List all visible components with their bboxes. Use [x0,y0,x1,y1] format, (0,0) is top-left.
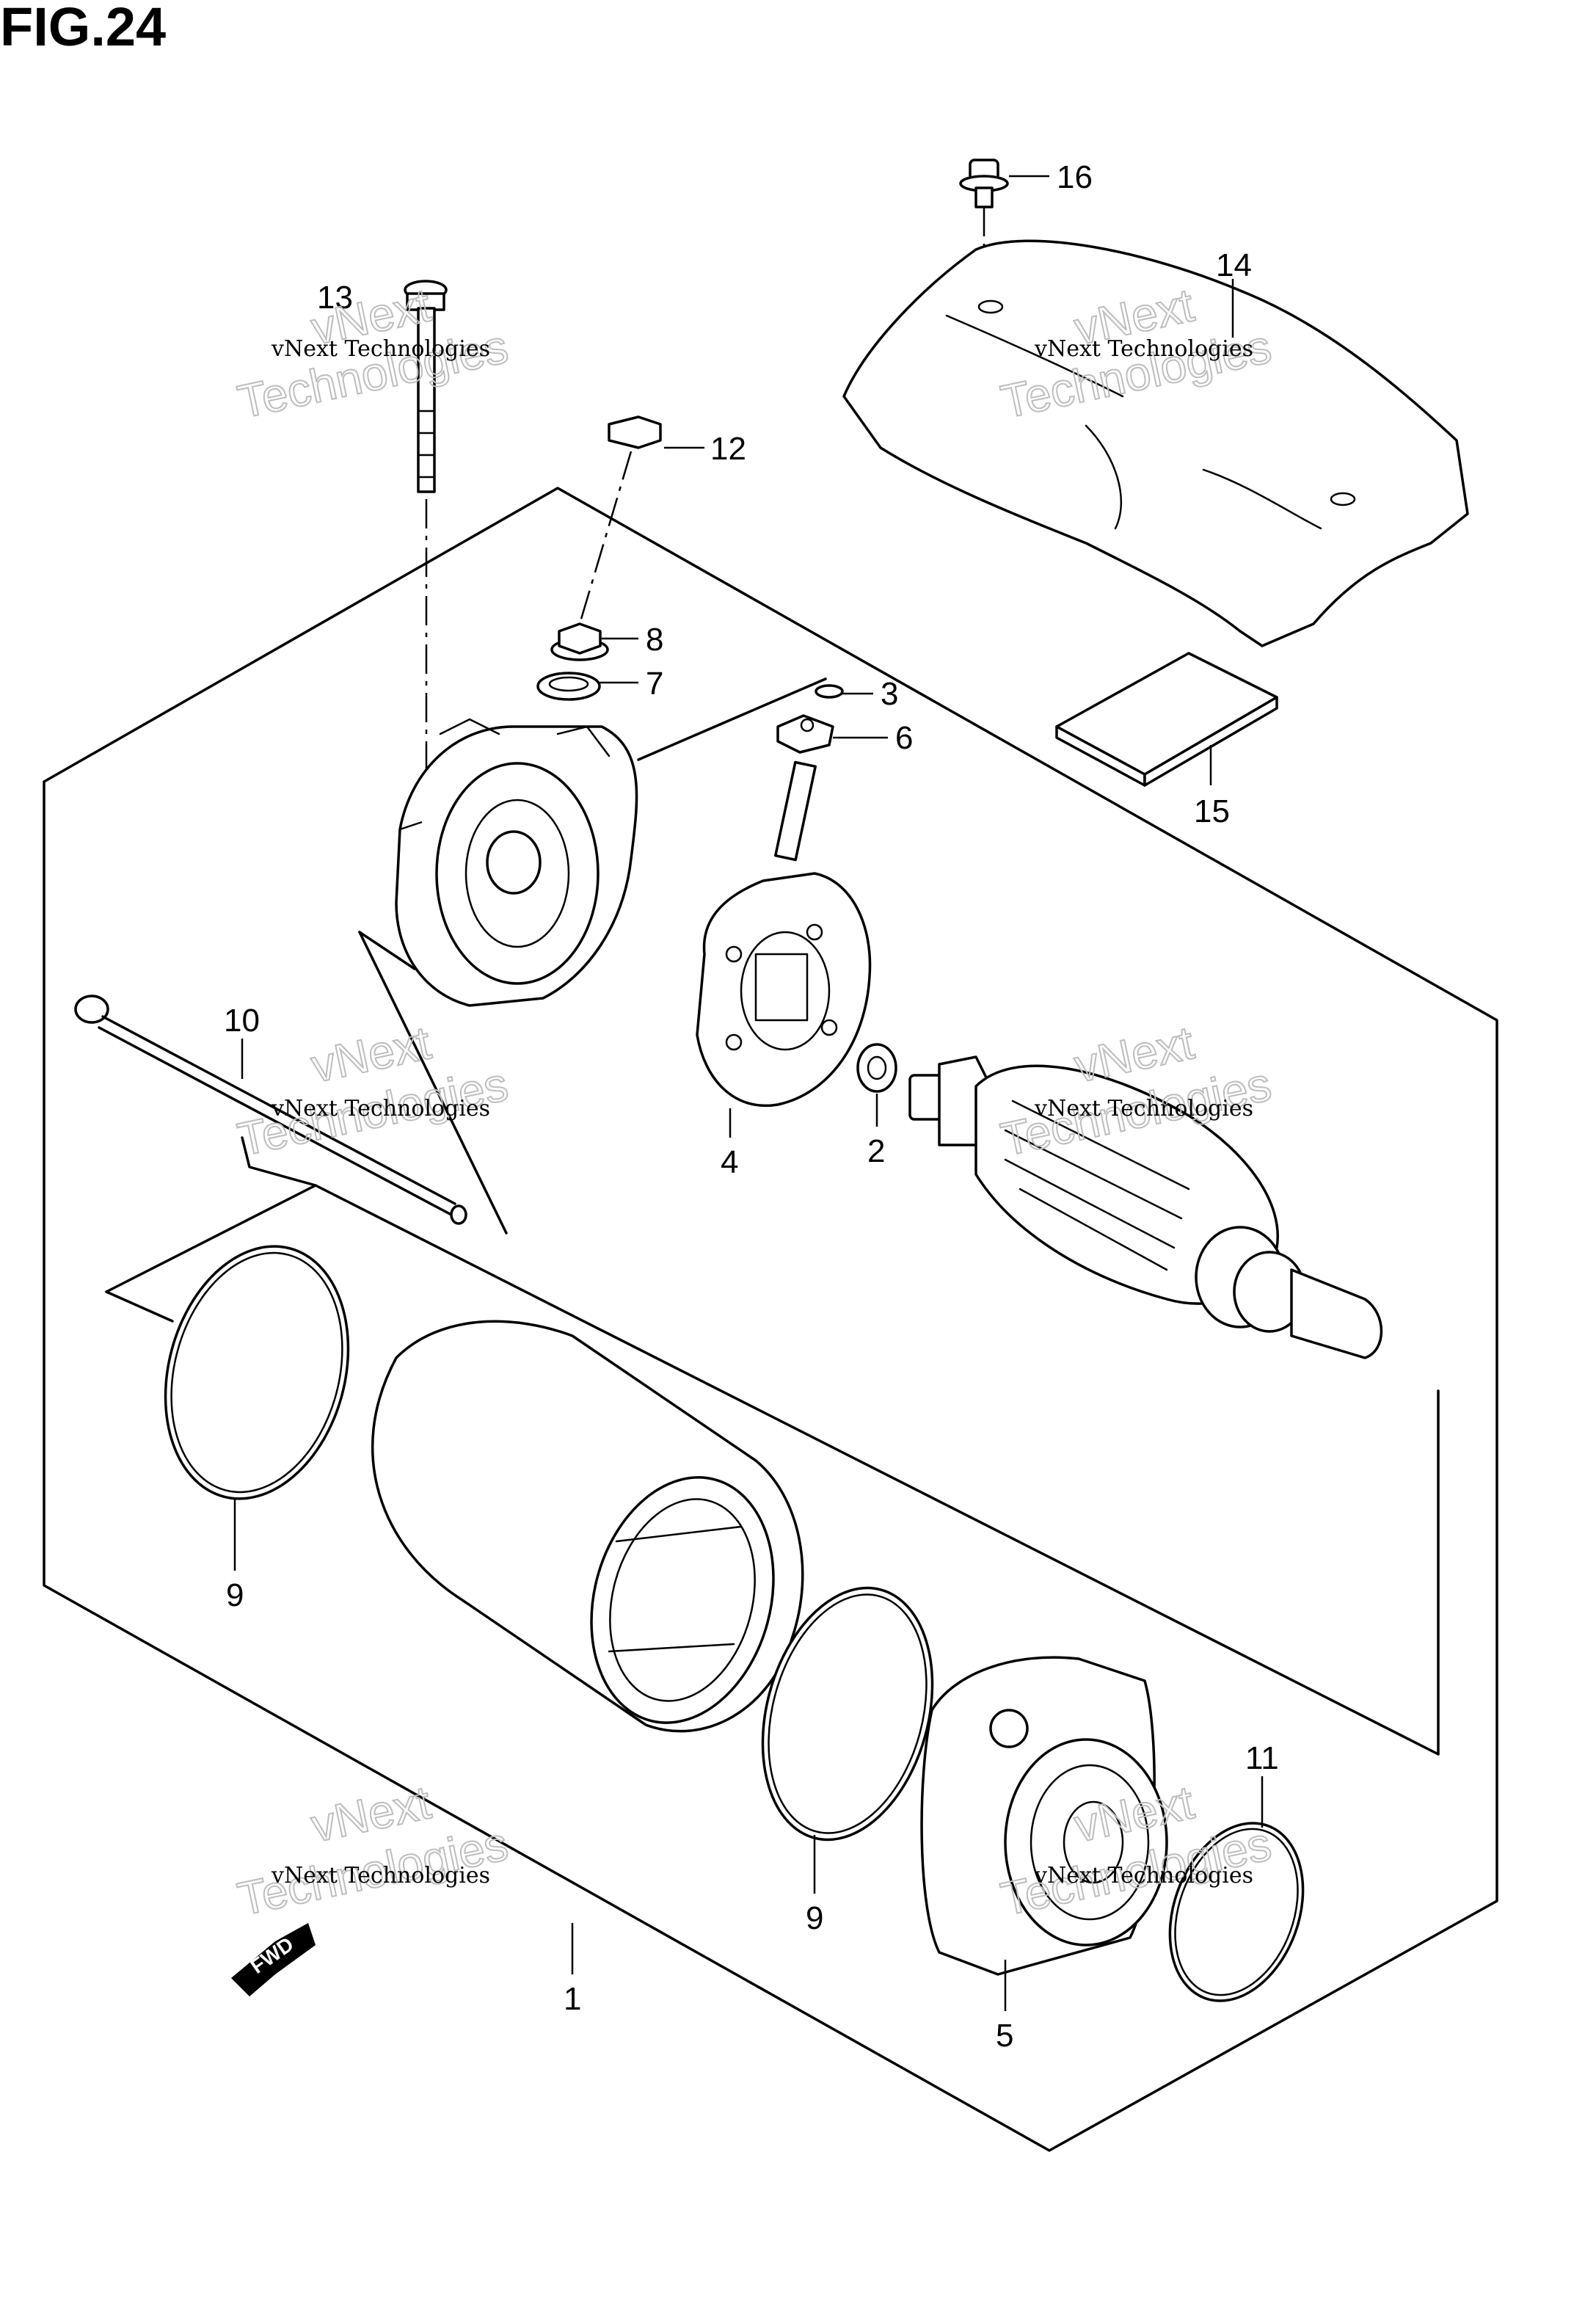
watermark-bottom-left: Technologies vNext vNext Technologies [233,1775,513,1926]
callout-5: 5 [996,2018,1013,2054]
part-11-oring [1168,1822,1305,2002]
fwd-arrow-icon: FWD [231,1923,316,1996]
callout-labels: 16 14 13 12 8 7 3 6 15 10 4 2 9 9 11 1 5 [224,159,1279,2054]
watermark-text: vNext Technologies [1034,336,1253,362]
callout-13: 13 [317,280,353,316]
callout-15: 15 [1194,793,1230,829]
watermark-text: vNext Technologies [271,336,490,362]
yoke [371,1320,804,1733]
part-16-bolt [959,159,1009,286]
watermark-text: vNext Technologies [271,1863,490,1889]
watermark-text: vNext Technologies [271,1096,490,1122]
callout-1: 1 [564,1981,581,2017]
part-4-brush-holder [696,760,872,1108]
part-12-nut [578,415,662,625]
callout-10: 10 [224,1003,260,1039]
callout-16: 16 [1057,159,1093,195]
part-3-oring [815,684,844,699]
part-2-washer [856,1043,897,1093]
callout-4: 4 [721,1144,738,1180]
part-6-terminal [776,714,834,754]
part-5-front-housing [920,1656,1168,1976]
watermark-text: vNext Technologies [1034,1863,1253,1889]
callout-3: 3 [881,676,898,712]
armature [908,1055,1383,1359]
figure-title: FIG.24 [0,0,167,57]
callout-7: 7 [646,666,663,702]
watermark-top-left: Technologies vNext vNext Technologies [233,277,513,429]
part-15-pad [1055,652,1278,787]
part-10-bolt [74,995,467,1225]
callout-9-right: 9 [806,1900,823,1936]
watermark-mid-left: Technologies vNext vNext Technologies [233,1015,513,1166]
callout-6: 6 [895,720,913,756]
assembly-outline [43,487,1498,2152]
callout-8: 8 [646,622,663,658]
callout-12: 12 [710,431,746,467]
callout-11: 11 [1245,1740,1279,1776]
part-9-oring-left [164,1245,350,1500]
rear-housing [395,718,638,1007]
callout-14: 14 [1216,247,1252,283]
callout-9-left: 9 [226,1577,244,1613]
part-8-nut [550,622,609,661]
part-13-bolt [404,280,448,822]
leader-lines [233,175,1264,2011]
watermark-text: vNext Technologies [1034,1096,1253,1122]
part-7-washer [536,672,601,701]
part-14-cover [842,239,1469,647]
callout-2: 2 [867,1133,885,1169]
